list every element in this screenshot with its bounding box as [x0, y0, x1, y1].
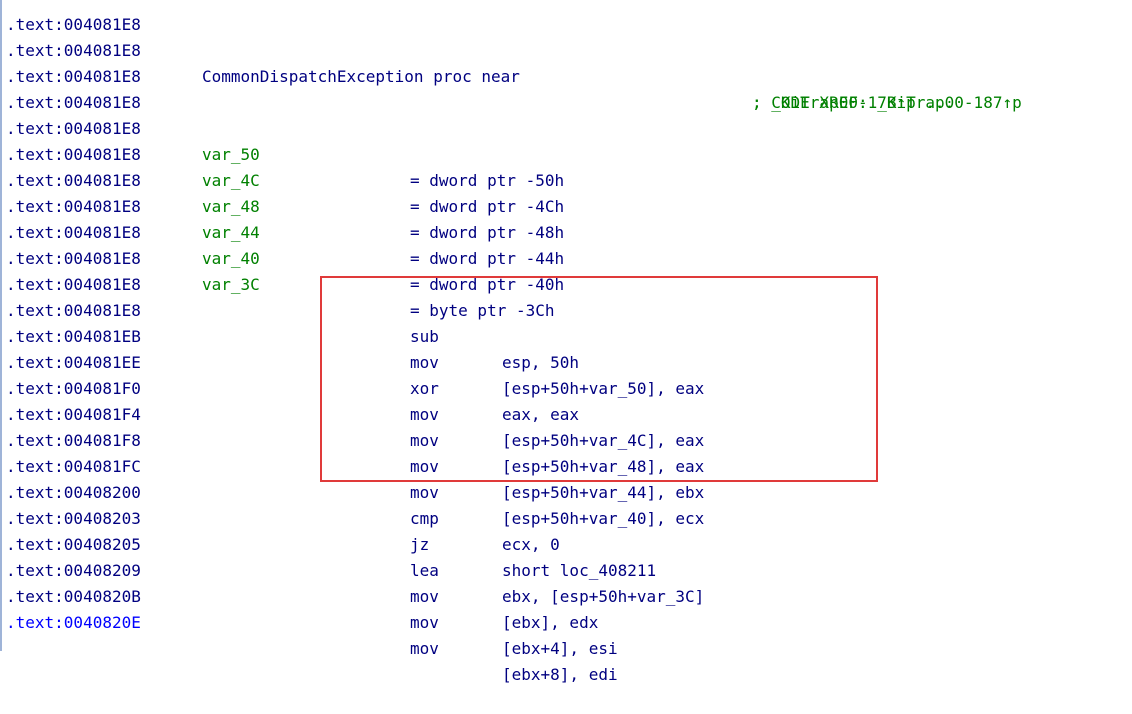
- instruction-operands[interactable]: ebx, [esp+50h+var_3C]: [502, 587, 705, 606]
- listing-line[interactable]: .text:004081FC mov [esp+50h+var_40], ecx: [0, 428, 1132, 528]
- listing-line[interactable]: .text:004081E8: [0, 64, 1132, 112]
- stack-var-definition: = dword ptr -48h: [410, 223, 565, 242]
- stack-var-name[interactable]: var_50: [202, 145, 260, 164]
- stack-var-name[interactable]: var_44: [202, 223, 260, 242]
- instruction-mnemonic[interactable]: cmp: [410, 509, 439, 528]
- line-address[interactable]: .text:004081F0: [6, 379, 141, 398]
- instruction-operands[interactable]: [ebx+4], esi: [502, 639, 618, 658]
- stack-var-name[interactable]: var_4C: [202, 171, 260, 190]
- listing-line[interactable]: .text:00408203 jz short loc_408211: [0, 480, 1132, 580]
- instruction-operands[interactable]: [esp+50h+var_48], eax: [502, 457, 705, 476]
- xref-comment[interactable]: ; _KiTrap00-17B↑p ...: [752, 93, 955, 112]
- line-address[interactable]: .text:004081E8: [6, 301, 141, 320]
- line-address[interactable]: .text:0040820B: [6, 587, 141, 606]
- instruction-mnemonic[interactable]: mov: [410, 405, 439, 424]
- listing-line[interactable]: .text:00408200 cmp ecx, 0: [0, 454, 1132, 554]
- listing-line[interactable]: .text:004081F4 mov [esp+50h+var_48], eax: [0, 376, 1132, 476]
- line-address[interactable]: .text:004081E8: [6, 15, 141, 34]
- line-address-current[interactable]: .text:0040820E: [6, 613, 141, 632]
- listing-line-current[interactable]: .text:0040820E mov [ebx+8], edi: [0, 584, 1132, 684]
- stack-var-name[interactable]: var_40: [202, 249, 260, 268]
- line-address[interactable]: .text:004081E8: [6, 119, 141, 138]
- listing-line[interactable]: .text:004081E8 var_4C = dword ptr -4Ch: [0, 116, 1132, 216]
- listing-line[interactable]: .text:00408205 lea ebx, [esp+50h+var_3C]: [0, 506, 1132, 606]
- instruction-mnemonic[interactable]: mov: [410, 639, 439, 658]
- listing-line[interactable]: .text:004081F0 mov [esp+50h+var_4C], eax: [0, 350, 1132, 450]
- instruction-operands[interactable]: esp, 50h: [502, 353, 580, 372]
- disassembly-listing[interactable]: .text:004081E8 .text:004081E8 CommonDisp…: [0, 0, 1132, 684]
- instruction-mnemonic[interactable]: mov: [410, 431, 439, 450]
- instruction-mnemonic[interactable]: mov: [410, 483, 439, 502]
- listing-line[interactable]: .text:004081E8 var_50 = dword ptr -50h: [0, 90, 1132, 190]
- line-address[interactable]: .text:004081EB: [6, 327, 141, 346]
- stack-var-name[interactable]: var_48: [202, 197, 260, 216]
- line-address[interactable]: .text:004081F4: [6, 405, 141, 424]
- line-address[interactable]: .text:004081FC: [6, 457, 141, 476]
- listing-line[interactable]: .text:004081E8 sub esp, 50h: [0, 272, 1132, 372]
- listing-line[interactable]: .text:004081E8 CommonDispatchException p…: [0, 12, 1132, 112]
- line-address[interactable]: .text:004081E8: [6, 197, 141, 216]
- instruction-operands[interactable]: eax, eax: [502, 405, 580, 424]
- stack-var-definition: = dword ptr -40h: [410, 275, 565, 294]
- instruction-operands[interactable]: [esp+50h+var_4C], eax: [502, 431, 705, 450]
- line-address[interactable]: .text:004081E8: [6, 67, 141, 86]
- instruction-operands[interactable]: [ebx], edx: [502, 613, 599, 632]
- line-address[interactable]: .text:004081E8: [6, 41, 141, 60]
- instruction-operands[interactable]: [ebx+8], edi: [502, 665, 618, 684]
- instruction-mnemonic[interactable]: xor: [410, 379, 439, 398]
- line-address[interactable]: .text:004081E8: [6, 275, 141, 294]
- stack-var-definition: = dword ptr -44h: [410, 249, 565, 268]
- listing-left-border: [0, 0, 2, 651]
- listing-line[interactable]: .text:0040820B mov [ebx+4], esi: [0, 558, 1132, 658]
- listing-line[interactable]: .text:004081E8 var_3C = byte ptr -3Ch: [0, 220, 1132, 320]
- line-address[interactable]: .text:004081E8: [6, 223, 141, 242]
- xref-comment[interactable]: ; CODE XREF: _KiTrap00-187↑p: [752, 93, 1022, 112]
- listing-line[interactable]: .text:004081EB mov [esp+50h+var_50], eax: [0, 298, 1132, 398]
- listing-line[interactable]: .text:004081E8 var_40 = dword ptr -40h: [0, 194, 1132, 294]
- line-address[interactable]: .text:00408205: [6, 535, 141, 554]
- instruction-mnemonic[interactable]: sub: [410, 327, 439, 346]
- line-address[interactable]: .text:00408203: [6, 509, 141, 528]
- instruction-mnemonic[interactable]: jz: [410, 535, 430, 554]
- stack-var-definition: = byte ptr -3Ch: [410, 301, 555, 320]
- stack-var-definition: = dword ptr -50h: [410, 171, 565, 190]
- instruction-mnemonic[interactable]: lea: [410, 561, 439, 580]
- instruction-mnemonic[interactable]: mov: [410, 613, 439, 632]
- instruction-operands[interactable]: short loc_408211: [502, 561, 657, 580]
- listing-line[interactable]: .text:004081E8: [0, 246, 1132, 294]
- line-address[interactable]: .text:004081E8: [6, 171, 141, 190]
- listing-line[interactable]: .text:004081E8 var_44 = dword ptr -44h: [0, 168, 1132, 268]
- instruction-operands[interactable]: [esp+50h+var_44], ebx: [502, 483, 705, 502]
- procedure-name[interactable]: CommonDispatchException proc near: [202, 67, 520, 86]
- instruction-mnemonic[interactable]: mov: [410, 457, 439, 476]
- line-address[interactable]: .text:004081E8: [6, 249, 141, 268]
- line-address[interactable]: .text:00408209: [6, 561, 141, 580]
- instruction-mnemonic[interactable]: mov: [410, 587, 439, 606]
- stack-var-definition: = dword ptr -4Ch: [410, 197, 565, 216]
- listing-line[interactable]: .text:00408209 mov [ebx], edx: [0, 532, 1132, 632]
- line-address[interactable]: .text:004081F8: [6, 431, 141, 450]
- stack-var-name[interactable]: var_3C: [202, 275, 260, 294]
- listing-line[interactable]: .text:004081E8 ; _KiTrap00-17B↑p ...: [0, 38, 1132, 112]
- line-address[interactable]: .text:004081E8: [6, 93, 141, 112]
- listing-line[interactable]: .text:004081E8: [0, 0, 1132, 34]
- listing-line[interactable]: .text:004081F8 mov [esp+50h+var_44], ebx: [0, 402, 1132, 502]
- listing-line[interactable]: .text:004081E8 var_48 = dword ptr -48h: [0, 142, 1132, 242]
- listing-line[interactable]: .text:004081EE xor eax, eax: [0, 324, 1132, 424]
- line-address[interactable]: .text:004081E8: [6, 145, 141, 164]
- instruction-operands[interactable]: ecx, 0: [502, 535, 560, 554]
- instruction-operands[interactable]: [esp+50h+var_50], eax: [502, 379, 705, 398]
- instruction-operands[interactable]: [esp+50h+var_40], ecx: [502, 509, 705, 528]
- instruction-mnemonic[interactable]: mov: [410, 353, 439, 372]
- line-address[interactable]: .text:004081EE: [6, 353, 141, 372]
- line-address[interactable]: .text:00408200: [6, 483, 141, 502]
